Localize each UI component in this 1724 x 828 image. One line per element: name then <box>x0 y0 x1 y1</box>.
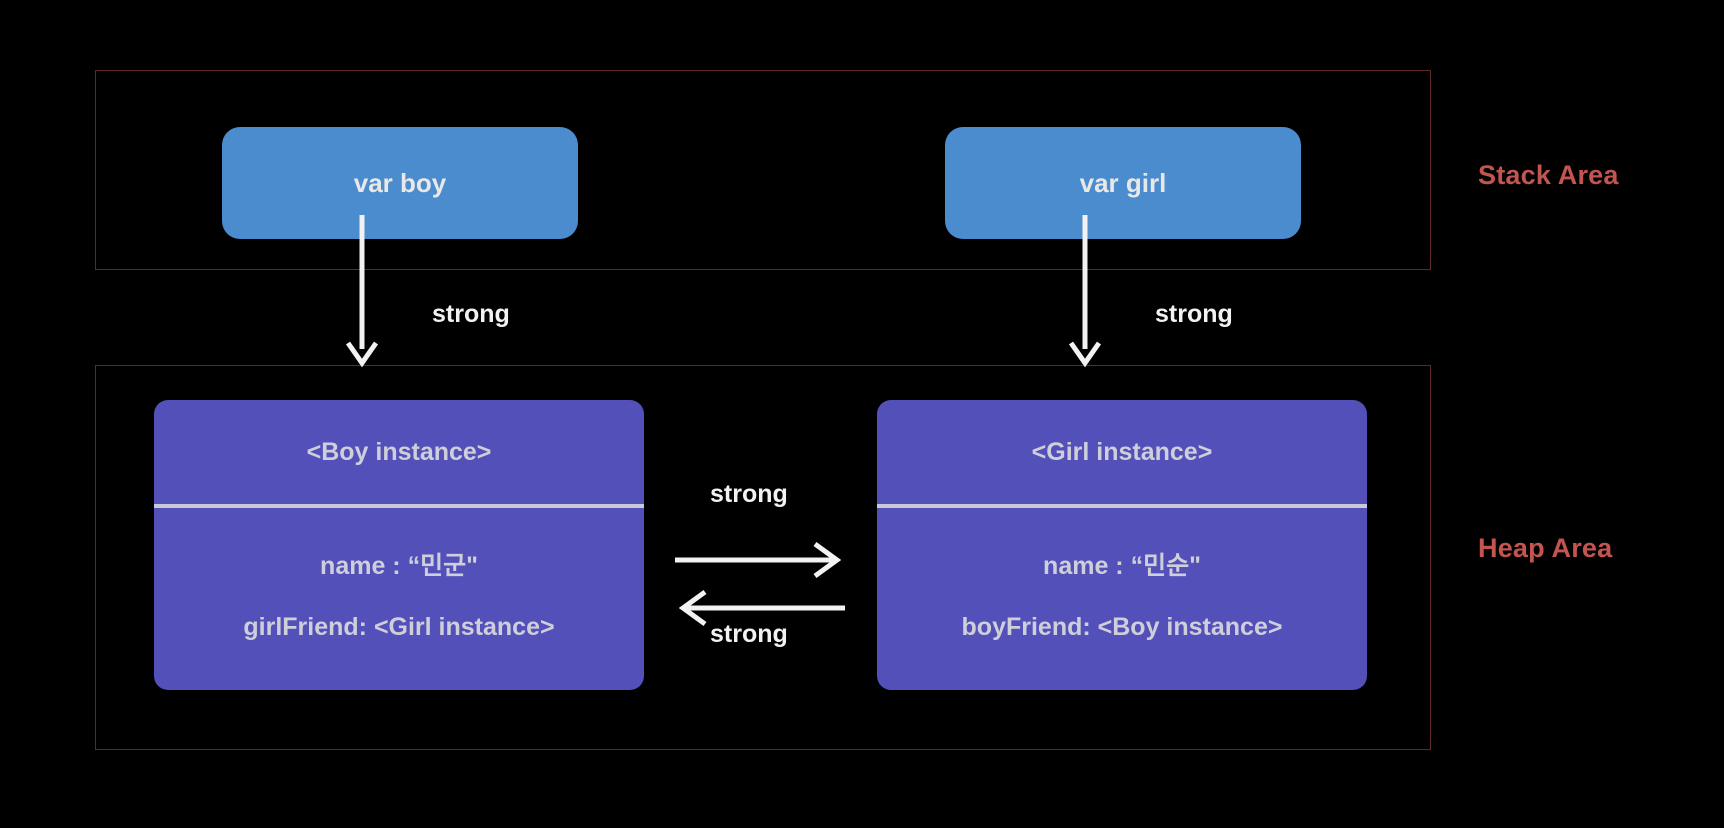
heap-area-label: Heap Area <box>1478 533 1613 563</box>
stack-variable-boy[interactable]: var boy <box>222 127 578 239</box>
heap-instance-boy-field-name: name : “민군" <box>320 552 478 581</box>
heap-instance-girl-header: <Girl instance> <box>1031 437 1213 466</box>
heap-instance-girl-body: name : “민순" boyFriend: <Boy instance> <box>877 508 1367 690</box>
heap-instance-girl[interactable]: <Girl instance> name : “민순" boyFriend: <… <box>877 400 1367 690</box>
reference-label-girl-to-boy-strong: strong <box>710 620 788 648</box>
stack-area-label: Stack Area <box>1478 160 1619 190</box>
heap-instance-girl-divider <box>877 504 1367 508</box>
heap-instance-girl-field-name: name : “민순" <box>1043 552 1201 581</box>
heap-instance-boy-field-girlfriend: girlFriend: <Girl instance> <box>243 612 555 641</box>
heap-instance-boy-body: name : “민군" girlFriend: <Girl instance> <box>154 508 644 690</box>
reference-label-girl-strong: strong <box>1155 300 1233 328</box>
heap-instance-boy-header: <Boy instance> <box>306 437 492 466</box>
stack-variable-girl-label: var girl <box>1079 167 1167 198</box>
reference-label-boy-strong: strong <box>432 300 510 328</box>
stack-variable-boy-label: var boy <box>353 167 447 198</box>
reference-label-boy-to-girl-strong: strong <box>710 480 788 508</box>
stack-variable-girl[interactable]: var girl <box>945 127 1301 239</box>
heap-instance-boy-divider <box>154 504 644 508</box>
heap-instance-girl-field-boyfriend: boyFriend: <Boy instance> <box>961 612 1283 641</box>
stack-area-frame <box>95 70 1431 270</box>
heap-area-frame <box>95 365 1431 750</box>
heap-instance-boy[interactable]: <Boy instance> name : “민군" girlFriend: <… <box>154 400 644 690</box>
